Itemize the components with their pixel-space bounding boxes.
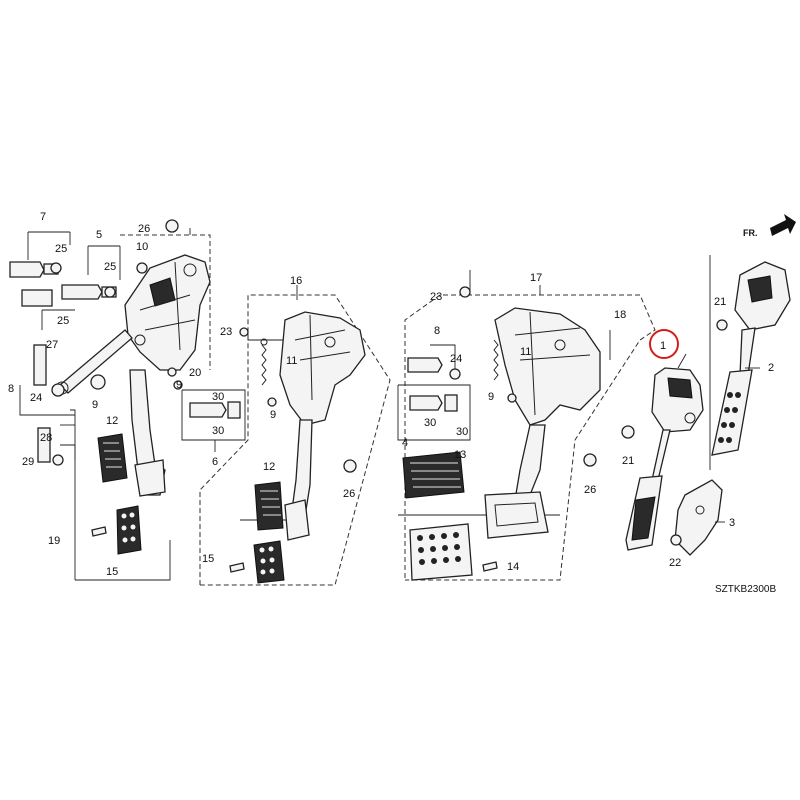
callout-17: 17 [530,272,542,284]
callout-9: 9 [92,399,98,411]
callout-28: 28 [40,432,52,444]
callout-30: 30 [212,391,224,403]
callout-30: 30 [424,417,436,429]
callout-11: 11 [520,346,531,358]
callout-30: 30 [456,426,468,438]
callout-27: 27 [46,339,58,351]
callout-10: 10 [136,241,148,253]
callout-24: 24 [30,392,42,404]
left-pedal-group [9,219,211,581]
callout-23: 23 [220,326,232,338]
callout-26: 26 [584,484,596,496]
callout-30: 30 [212,425,224,437]
callout-16: 16 [290,275,302,287]
callout-3: 3 [729,517,735,529]
callout-25: 25 [57,315,69,327]
callout-13: 13 [454,449,466,461]
callout-labels: 7 25 5 25 26 10 25 27 8 24 9 20 9 12 28 … [8,211,776,595]
callout-1: 1 [660,340,666,352]
diagram-code: SZTKB2300B [715,584,776,595]
highlight-circle [649,329,679,359]
callout-9: 9 [270,409,276,421]
right-pedal-group [621,214,796,556]
callout-24: 24 [450,353,462,365]
callout-23: 23 [430,291,442,303]
callout-8: 8 [434,325,440,337]
callout-21: 21 [622,455,634,467]
callout-9: 9 [488,391,494,403]
callout-14: 14 [507,561,519,573]
callout-15: 15 [106,566,118,578]
callout-22: 22 [669,557,681,569]
right-middle-pedal-group [397,270,656,581]
callout-21: 21 [714,296,726,308]
callout-25: 25 [55,243,67,255]
callout-11: 11 [286,355,297,367]
callout-12: 12 [263,461,275,473]
callout-12: 12 [106,415,118,427]
callout-6: 6 [212,456,218,468]
callout-4: 4 [402,437,408,449]
callout-18: 18 [614,309,626,321]
callout-19: 19 [48,535,60,547]
callout-26: 26 [138,223,150,235]
callout-9: 9 [176,379,182,391]
callout-15: 15 [202,553,214,565]
callout-29: 29 [22,456,34,468]
callout-8: 8 [8,383,14,395]
middle-pedal-group [181,285,391,586]
callout-26: 26 [343,488,355,500]
callout-2: 2 [768,362,774,374]
callout-7: 7 [40,211,46,223]
front-indicator: FR. [743,228,758,238]
callout-20: 20 [189,367,201,379]
callout-25: 25 [104,261,116,273]
callout-5: 5 [96,229,102,241]
